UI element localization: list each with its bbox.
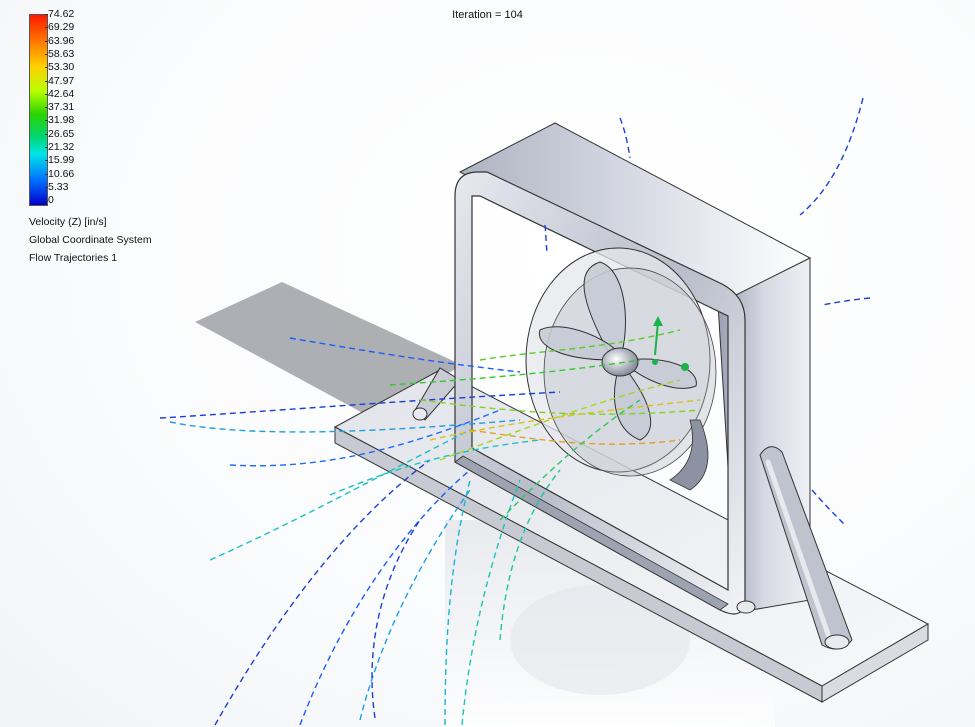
flow-trajectory-line — [329, 439, 541, 496]
base-plate-end — [821, 623, 929, 703]
flow-trajectory-line — [821, 297, 871, 306]
fan-blade — [613, 367, 652, 441]
legend-tick-label: 5.33 — [44, 180, 69, 193]
flow-trajectory-line — [439, 379, 681, 461]
flow-trajectory-line — [229, 409, 501, 467]
right-gusset — [759, 446, 853, 650]
velocity-color-bar — [29, 14, 48, 206]
legend-tick-label: 15.99 — [44, 154, 75, 167]
legend-tick-label: 10.66 — [44, 167, 75, 180]
legend-tick-label: 37.31 — [44, 101, 75, 114]
flow-trajectory-line — [371, 519, 421, 719]
flow-trajectories — [159, 97, 871, 726]
flow-trajectory-line — [214, 459, 431, 726]
legend-parameter-label: Velocity (Z) [in/s] — [29, 216, 107, 228]
legend-tick-label: 0 — [45, 194, 54, 207]
legend-tick-label: 42.64 — [44, 87, 75, 100]
flow-trajectory-line — [359, 489, 471, 721]
flow-trajectory-line — [209, 429, 471, 561]
iteration-label: Iteration = 104 — [452, 9, 523, 21]
flow-trajectory-line — [544, 224, 548, 253]
fan-blade — [627, 358, 697, 389]
flow-trajectory-line — [499, 399, 641, 521]
flow-trajectory-line — [429, 399, 701, 441]
legend-tick-label: 58.63 — [44, 47, 75, 60]
flow-trajectory-line — [159, 391, 561, 419]
legend-plot-name-label: Flow Trajectories 1 — [29, 252, 118, 264]
fan-blade — [538, 326, 617, 361]
legend-tick-label: 69.29 — [44, 21, 75, 34]
legend-tick-label: 63.96 — [44, 34, 75, 47]
flow-trajectory-line — [811, 489, 846, 526]
legend-tick-label: 53.30 — [44, 61, 75, 74]
flow-trajectory-line — [479, 329, 681, 361]
fan-reflection — [510, 585, 690, 695]
flow-trajectory-line — [469, 429, 681, 445]
flow-trajectory-line — [419, 399, 701, 415]
flow-trajectory-line — [799, 97, 864, 216]
flow-trajectory-line — [444, 479, 471, 726]
legend-tick-label: 26.65 — [44, 127, 75, 140]
coordinate-triad — [652, 316, 689, 371]
fan-blade — [583, 261, 627, 356]
flow-trajectory-line — [499, 469, 561, 641]
legend-tick-label: 47.97 — [44, 74, 75, 87]
flow-trajectory-line — [619, 117, 631, 159]
flow-trajectory-line — [169, 419, 521, 433]
flow-trajectory-line — [299, 469, 471, 726]
flow-trajectory-line — [389, 359, 641, 386]
legend-tick-label: 74.62 — [44, 8, 75, 20]
legend-tick-label: 21.32 — [44, 141, 75, 153]
legend-coordinate-system-label: Global Coordinate System — [29, 234, 152, 246]
legend-tick-label: 31.98 — [44, 114, 75, 127]
fan-hub — [601, 347, 639, 377]
